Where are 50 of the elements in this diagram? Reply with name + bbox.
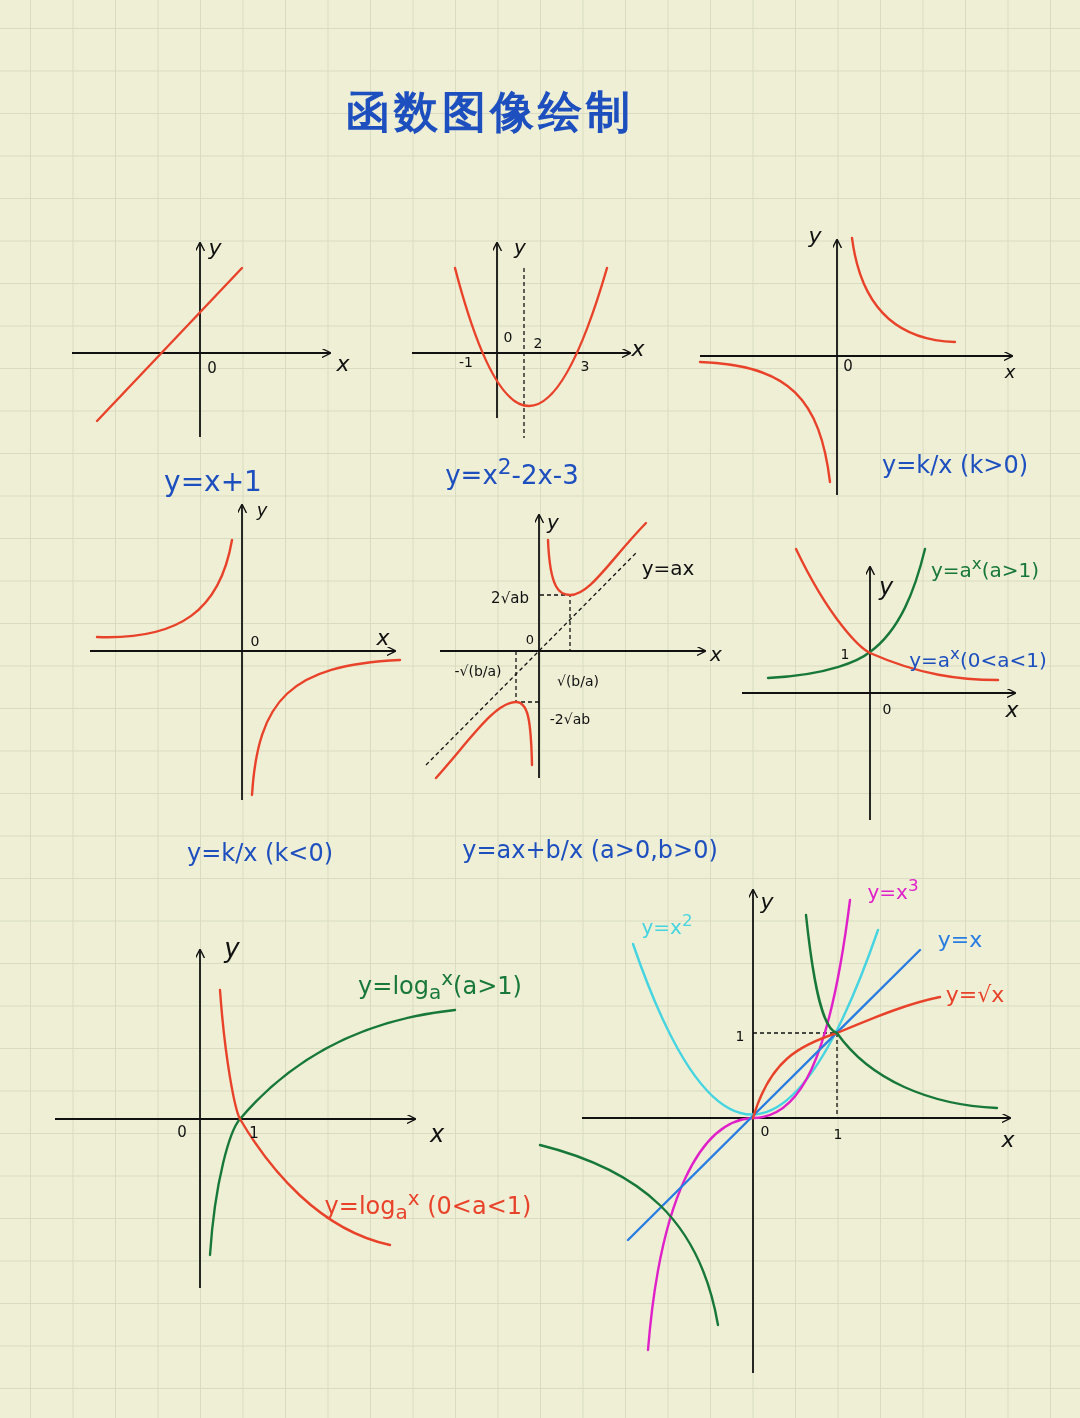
axis-label: y <box>547 511 559 533</box>
formula-label: y=√x <box>945 982 1005 1008</box>
axis-label: x <box>631 336 645 362</box>
formula-label: y=x$^{2}$ <box>641 912 693 938</box>
formula-label: y=x$^{2}$-2x-3 <box>445 454 579 490</box>
axis-label: y <box>208 235 222 261</box>
axis-label: y <box>878 573 894 601</box>
axis-label: x <box>336 351 350 377</box>
axis-label: y <box>760 889 774 915</box>
formula-label: y=x$^{3}$ <box>867 877 919 903</box>
tick-label: √(b/a) <box>557 674 599 690</box>
formula-label: y=k/x (k>0) <box>881 451 1029 479</box>
formula-label: y=log$_{a}$$^{x}$ (0<a<1) <box>324 1186 532 1224</box>
formula-label: y=x+1 <box>164 466 262 498</box>
tick-label: -√(b/a) <box>454 664 502 680</box>
tick-label: -2√ab <box>549 712 591 728</box>
tick-label: 1 <box>833 1127 843 1143</box>
axis-label: x <box>1005 697 1019 723</box>
formula-label: y=a$^{x}$(0<a<1) <box>909 645 1047 671</box>
tick-label: 0 <box>882 702 892 718</box>
tick-label: 1 <box>249 1124 259 1142</box>
tick-label: 0 <box>503 330 513 346</box>
tick-label: 1 <box>735 1029 745 1045</box>
tick-label: 1 <box>840 647 850 663</box>
tick-label: 0 <box>843 357 853 375</box>
axis-label: y <box>224 933 240 963</box>
formula-label: y=k/x (k<0) <box>186 839 334 867</box>
tick-label: 3 <box>580 359 590 375</box>
formula-label: y=ax+b/x (a>0,b>0) <box>462 836 718 864</box>
axis-label: x <box>429 1120 445 1148</box>
tick-label: -1 <box>459 355 473 371</box>
formula-label: y=log$_{a}$$^{x}$(a>1) <box>358 966 522 1004</box>
axis-label: y <box>808 223 822 249</box>
axis-label: x <box>710 643 722 665</box>
tick-label: 0 <box>250 634 260 650</box>
tick-label: 0 <box>760 1124 770 1140</box>
formula-label: y=x <box>937 927 983 953</box>
tick-label: 0 <box>207 359 217 377</box>
formula-label: y=ax <box>641 557 695 579</box>
tick-label: 0 <box>177 1123 187 1141</box>
tick-label: 0 <box>525 632 535 648</box>
axis-label: y <box>514 236 526 258</box>
axis-label: y <box>256 500 268 520</box>
axis-label: x <box>1004 362 1016 382</box>
axis-label: x <box>376 625 390 651</box>
formula-label: y=a$^{x}$(a>1) <box>930 555 1040 581</box>
axis-label: x <box>1001 1127 1015 1153</box>
title: 函数图像绘制 <box>346 84 634 139</box>
tick-label: 2√ab <box>491 589 529 607</box>
tick-label: 2 <box>533 336 543 352</box>
